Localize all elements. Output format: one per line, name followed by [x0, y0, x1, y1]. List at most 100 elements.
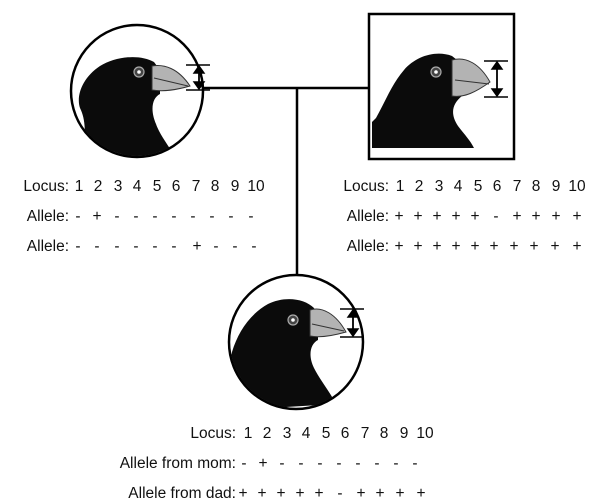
- sequence-cell: -: [232, 238, 238, 255]
- sequence-cell: +: [572, 238, 582, 255]
- sequence-cell: -: [317, 455, 323, 472]
- mom-finch-frame: [69, 23, 210, 159]
- sequence-cell: 6: [171, 178, 181, 195]
- dad-allele-label-2: Allele:: [346, 238, 389, 255]
- sequence-cell: +: [92, 208, 102, 225]
- double-arrow-icon: [484, 60, 508, 98]
- sequence-cell: 4: [132, 178, 142, 195]
- child-finch-frame: [227, 273, 365, 411]
- sequence-cell: +: [394, 238, 404, 255]
- pedigree-lines: [202, 86, 369, 276]
- sequence-cell: -: [337, 485, 343, 502]
- sequence-cell: -: [152, 238, 158, 255]
- sequence-cell: 10: [247, 178, 265, 195]
- mom-allele-label-2: Allele:: [26, 238, 69, 255]
- sequence-cell: 2: [414, 178, 424, 195]
- sequence-cell: 5: [473, 178, 483, 195]
- double-arrow-icon: [340, 308, 364, 338]
- dad-finch-frame: [367, 12, 516, 161]
- mom-locus-label: Locus:: [23, 178, 69, 195]
- sequence-cell: -: [209, 208, 215, 225]
- double-arrow-icon: [186, 64, 210, 91]
- sequence-cell: +: [416, 485, 426, 502]
- sequence-cell: +: [509, 238, 519, 255]
- sequence-cell: +: [489, 238, 499, 255]
- sequence-cell: +: [314, 485, 324, 502]
- sequence-cell: +: [572, 208, 582, 225]
- sequence-cell: 2: [93, 178, 103, 195]
- sequence-cell: 2: [262, 425, 272, 442]
- sequence-cell: -: [213, 238, 219, 255]
- sequence-cell: 8: [379, 425, 389, 442]
- sequence-cell: +: [413, 238, 423, 255]
- sequence-cell: +: [257, 485, 267, 502]
- dad-locus-label: Locus:: [343, 178, 389, 195]
- sequence-cell: +: [375, 485, 385, 502]
- sequence-cell: -: [393, 455, 399, 472]
- child-allele-label-2: Allele from dad:: [128, 485, 236, 502]
- sequence-cell: -: [171, 208, 177, 225]
- sequence-cell: +: [276, 485, 286, 502]
- finch-small-beak-icon: [78, 57, 191, 156]
- sequence-cell: 1: [74, 178, 84, 195]
- sequence-cell: 7: [360, 425, 370, 442]
- sequence-cell: 8: [210, 178, 220, 195]
- sequence-cell: -: [190, 208, 196, 225]
- sequence-cell: 10: [568, 178, 586, 195]
- sequence-cell: 4: [453, 178, 463, 195]
- sequence-cell: 1: [395, 178, 405, 195]
- sequence-cell: -: [94, 238, 100, 255]
- sequence-cell: +: [470, 238, 480, 255]
- sequence-cell: +: [432, 208, 442, 225]
- sequence-cell: -: [75, 238, 81, 255]
- sequence-cell: -: [279, 455, 285, 472]
- sequence-cell: 6: [492, 178, 502, 195]
- sequence-cell: -: [412, 455, 418, 472]
- sequence-cell: +: [258, 455, 268, 472]
- sequence-cell: -: [114, 238, 120, 255]
- dad-allele-label-1: Allele:: [346, 208, 389, 225]
- sequence-cell: +: [512, 208, 522, 225]
- sequence-cell: -: [355, 455, 361, 472]
- sequence-cell: 7: [512, 178, 522, 195]
- sequence-cell: 8: [531, 178, 541, 195]
- sequence-cell: 5: [152, 178, 162, 195]
- sequence-cell: +: [531, 208, 541, 225]
- sequence-cell: +: [451, 208, 461, 225]
- sequence-cell: 5: [321, 425, 331, 442]
- sequence-cell: +: [451, 238, 461, 255]
- sequence-cell: +: [432, 238, 442, 255]
- sequence-cell: 3: [434, 178, 444, 195]
- sequence-cell: -: [228, 208, 234, 225]
- sequence-cell: 7: [191, 178, 201, 195]
- sequence-cell: +: [356, 485, 366, 502]
- sequence-cell: -: [298, 455, 304, 472]
- sequence-cell: -: [171, 238, 177, 255]
- sequence-cell: 9: [399, 425, 409, 442]
- sequence-cell: -: [241, 455, 247, 472]
- sequence-cell: -: [114, 208, 120, 225]
- finch-large-beak-icon: [372, 53, 491, 149]
- sequence-cell: +: [394, 208, 404, 225]
- sequence-cell: -: [152, 208, 158, 225]
- mom-allele-label-1: Allele:: [26, 208, 69, 225]
- sequence-cell: -: [133, 208, 139, 225]
- sequence-cell: 1: [243, 425, 253, 442]
- sequence-cell: 9: [230, 178, 240, 195]
- sequence-cell: +: [529, 238, 539, 255]
- sequence-cell: +: [551, 208, 561, 225]
- sequence-cell: -: [493, 208, 499, 225]
- sequence-cell: +: [192, 238, 202, 255]
- sequence-cell: -: [374, 455, 380, 472]
- sequence-cell: +: [238, 485, 248, 502]
- sequence-cell: +: [550, 238, 560, 255]
- sequence-cell: 3: [282, 425, 292, 442]
- sequence-cell: -: [251, 238, 257, 255]
- sequence-cell: +: [413, 208, 423, 225]
- sequence-cell: -: [133, 238, 139, 255]
- sequence-cell: 3: [113, 178, 123, 195]
- sequence-cell: -: [75, 208, 81, 225]
- sequence-cell: 6: [340, 425, 350, 442]
